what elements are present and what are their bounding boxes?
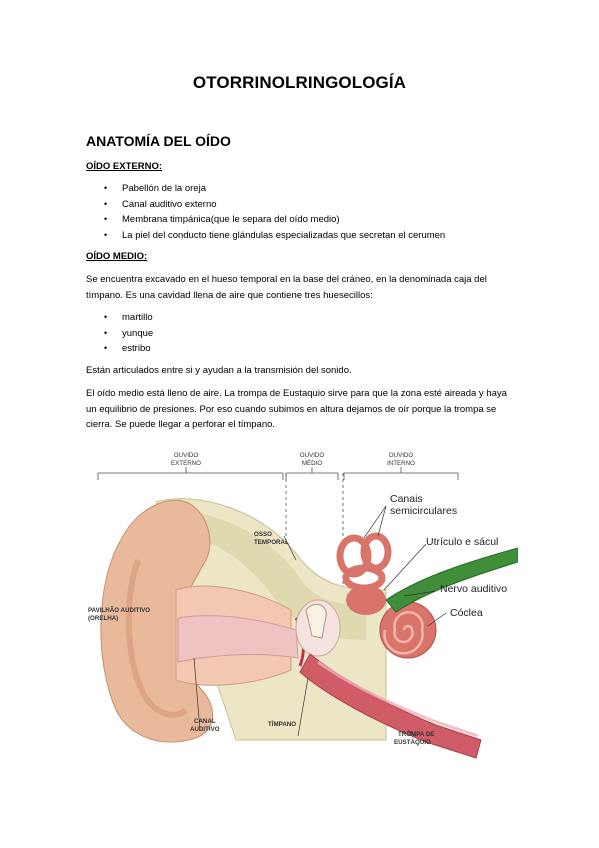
label-timpano: TÍMPANO: [268, 720, 296, 728]
ossicles: [305, 603, 327, 639]
document-title: OTORRINOLRINGOLOGÍA: [192, 73, 407, 92]
label-trompa-1: TROMPA DE: [398, 731, 434, 738]
region-label-middle-2: MÉDIO: [302, 460, 322, 467]
label-osso-1: OSSO: [254, 531, 272, 538]
svg-text:AUDITIVO: AUDITIVO: [190, 726, 220, 733]
svg-text:Cóclea: Cóclea: [450, 607, 483, 619]
external-ear-list: Pabellón de la oreja Canal auditivo exte…: [100, 181, 445, 243]
svg-text:OUVIDO: OUVIDO: [174, 452, 199, 459]
vestibule: [346, 585, 386, 615]
list-item: La piel del conducto tiene glándulas esp…: [100, 228, 445, 244]
cochlea-shape: [379, 601, 437, 659]
label-osso-2: TEMPORAL: [254, 539, 289, 546]
list-item: martillo: [100, 310, 153, 326]
region-label-inner-2: INTERNO: [387, 460, 415, 467]
svg-text:TÍMPANO: TÍMPANO: [268, 720, 296, 728]
list-item: estribo: [100, 341, 153, 357]
svg-text:Utrículo e sácul: Utrículo e sácul: [426, 536, 498, 548]
svg-text:PAVILHÃO AUDITIVO: PAVILHÃO AUDITIVO: [88, 607, 150, 614]
svg-text:OUVIDO: OUVIDO: [300, 452, 325, 459]
list-item: Membrana timpánica(que le separa del oíd…: [100, 212, 445, 228]
ear-canal: [177, 615, 299, 663]
semicircular-canals: [336, 532, 392, 592]
ossicles-list: martillo yunque estribo: [100, 310, 153, 357]
ear-anatomy-figure: OUVIDO EXTERNO OUVIDO MÉDIO OUVIDO INTER…: [86, 440, 518, 760]
label-canais-2: semicirculares: [390, 505, 457, 517]
external-ear-heading: OÍDO EXTERNO:: [86, 161, 163, 172]
svg-text:TEMPORAL: TEMPORAL: [254, 539, 289, 546]
svg-text:Canais: Canais: [390, 493, 423, 505]
label-coclea: Cóclea: [450, 607, 483, 619]
middle-ear-heading: OÍDO MEDIO:: [86, 251, 148, 262]
auditory-nerve: [385, 547, 518, 613]
svg-text:Nervo auditivo: Nervo auditivo: [440, 583, 507, 595]
svg-text:OSSO: OSSO: [254, 531, 272, 538]
svg-text:MÉDIO: MÉDIO: [302, 460, 322, 467]
label-nervo: Nervo auditivo: [440, 583, 507, 595]
middle-ear-intro: Se encuentra excavado en el hueso tempor…: [86, 274, 487, 301]
region-label-middle-1: OUVIDO: [300, 452, 325, 459]
label-canal-2: AUDITIVO: [190, 726, 220, 733]
svg-text:CANAL: CANAL: [194, 718, 216, 725]
svg-text:TROMPA DE: TROMPA DE: [398, 731, 434, 738]
label-pavilhao-2: (ORELHA): [88, 615, 118, 622]
svg-text:EXTERNO: EXTERNO: [171, 460, 201, 467]
svg-text:semicirculares: semicirculares: [390, 505, 457, 517]
label-canal-1: CANAL: [194, 718, 216, 725]
list-item: Canal auditivo externo: [100, 197, 445, 213]
label-utriculo: Utrículo e sácul: [426, 536, 498, 548]
ear-anatomy-illustration: OUVIDO EXTERNO OUVIDO MÉDIO OUVIDO INTER…: [88, 452, 518, 759]
region-label-inner-1: OUVIDO: [389, 452, 414, 459]
label-canais-1: Canais: [390, 493, 423, 505]
label-pavilhao-1: PAVILHÃO AUDITIVO: [88, 607, 150, 614]
svg-text:(ORELHA): (ORELHA): [88, 615, 118, 622]
svg-text:INTERNO: INTERNO: [387, 460, 415, 467]
articulation-paragraph: Están articulados entre si y ayudan a la…: [86, 365, 352, 376]
svg-text:OUVIDO: OUVIDO: [389, 452, 414, 459]
list-item: Pabellón de la oreja: [100, 181, 445, 197]
label-trompa-2: EUSTÁQUIO: [394, 739, 431, 746]
region-label-external-2: EXTERNO: [171, 460, 201, 467]
section-heading: ANATOMÍA DEL OÍDO: [86, 133, 231, 149]
pinna-fold: [125, 559, 189, 718]
svg-text:EUSTÁQUIO: EUSTÁQUIO: [394, 739, 431, 746]
region-label-external-1: OUVIDO: [174, 452, 199, 459]
eustachian-paragraph: El oído medio está lleno de aire. La tro…: [86, 388, 507, 430]
list-item: yunque: [100, 326, 153, 342]
